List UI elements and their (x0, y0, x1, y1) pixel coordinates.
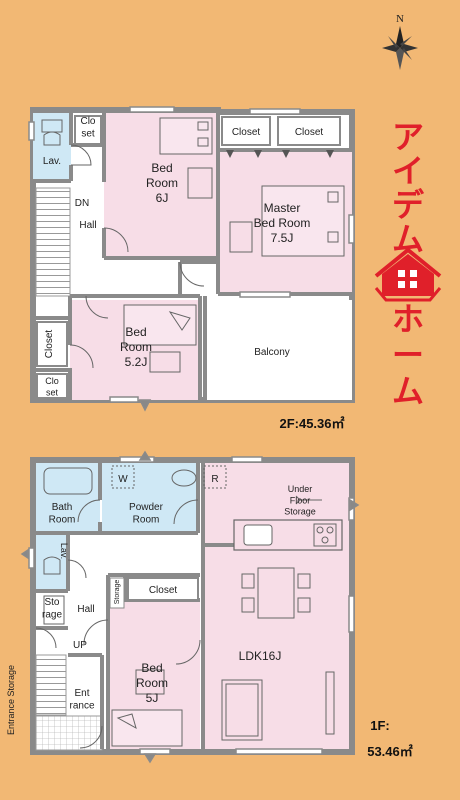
brand-top-text: アイデム (392, 118, 425, 258)
label-closet-2f-left: Closet (44, 330, 55, 359)
floor-1-area-line2: 53.46㎡ (367, 744, 413, 759)
brand-bottom-text: ホーム (392, 300, 424, 410)
living-furniture (221, 671, 335, 741)
label-entrance-storage: Entrance Storage (6, 665, 16, 735)
sink-icon (243, 524, 273, 546)
brand-logo: アイデム ホーム (374, 118, 442, 410)
closet-2f-bl (36, 373, 68, 399)
floor-2-area: 2F:45.36㎡ (279, 416, 344, 431)
bath-room (36, 463, 100, 533)
label-storage-small: Storage (114, 580, 121, 605)
label-balcony: Balcony (254, 347, 290, 358)
floor-1-area-line1: 1F: (370, 718, 390, 733)
stairs-2f (35, 187, 71, 297)
label-lav-1f: Lav. (59, 543, 69, 559)
dining-table (241, 567, 311, 619)
closet-2f-a (221, 116, 271, 146)
label-closet-1f: Closet (149, 585, 178, 596)
closet-2f-b (277, 116, 341, 146)
lav-1f (36, 535, 68, 591)
label-ldk: LDK16J (239, 649, 282, 663)
closet-1f (127, 577, 199, 601)
storage-small (109, 577, 125, 609)
compass-icon: N (382, 13, 418, 70)
label-stairs-down: DN (75, 198, 89, 209)
closet-2f-left (36, 321, 68, 367)
label-hall-2f: Hall (79, 220, 96, 231)
closet-2f-tl (74, 115, 102, 145)
label-closet-2f-a: Closet (232, 127, 261, 138)
balcony (205, 300, 352, 400)
label-r: R (211, 474, 218, 485)
ldk (203, 463, 349, 749)
north-label: N (396, 13, 404, 25)
label-w: W (118, 474, 128, 485)
label-stairs-up: UP (73, 640, 87, 651)
label-closet-2f-b: Closet (295, 127, 324, 138)
house-logo-icon (374, 247, 442, 302)
stairs-1f (35, 654, 67, 716)
powder-room (102, 463, 198, 533)
lav-2f (33, 113, 71, 181)
label-lav-2f: Lav. (43, 156, 61, 167)
label-hall-1f: Hall (77, 604, 94, 615)
stove-icon (313, 523, 337, 547)
